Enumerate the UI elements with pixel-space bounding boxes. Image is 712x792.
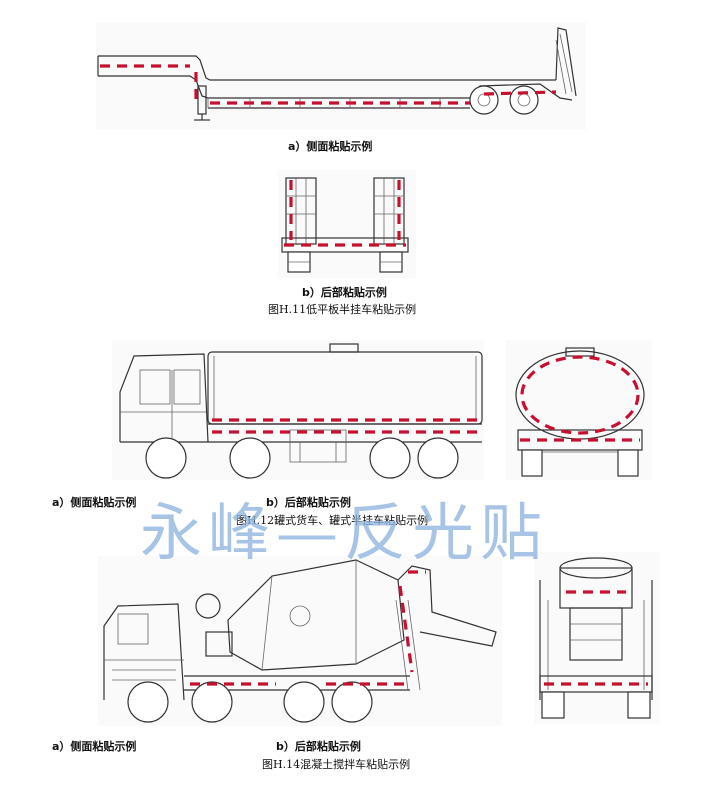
fig-h11-side-label: a）侧面粘贴示例 <box>288 140 373 153</box>
concrete-mixer-rear-view <box>534 552 660 724</box>
fig-h11-caption: 图H.11低平板半挂车粘贴示例 <box>268 303 417 316</box>
tanker-truck-side-view <box>112 340 484 480</box>
lowbed-trailer-side-view <box>96 22 586 130</box>
concrete-mixer-side-view <box>98 556 502 726</box>
lowbed-trailer-rear-view <box>278 170 416 278</box>
fig-h14-rear-label: b）后部粘贴示例 <box>276 740 361 753</box>
fig-h14-caption: 图H.14混凝土搅拌车粘贴示例 <box>262 758 411 771</box>
fig-h14-side-label: a）侧面粘贴示例 <box>52 740 137 753</box>
tanker-truck-rear-view <box>506 340 652 480</box>
fig-h11-rear-label: b）后部粘贴示例 <box>302 286 387 299</box>
fig-h12-caption: 图H.12罐式货车、罐式半挂车粘贴示例 <box>236 514 429 527</box>
fig-h12-rear-label: b）后部粘贴示例 <box>266 496 351 509</box>
fig-h12-side-label: a）侧面粘贴示例 <box>52 496 137 509</box>
watermark-text: 永峰—反光贴 <box>140 496 549 569</box>
